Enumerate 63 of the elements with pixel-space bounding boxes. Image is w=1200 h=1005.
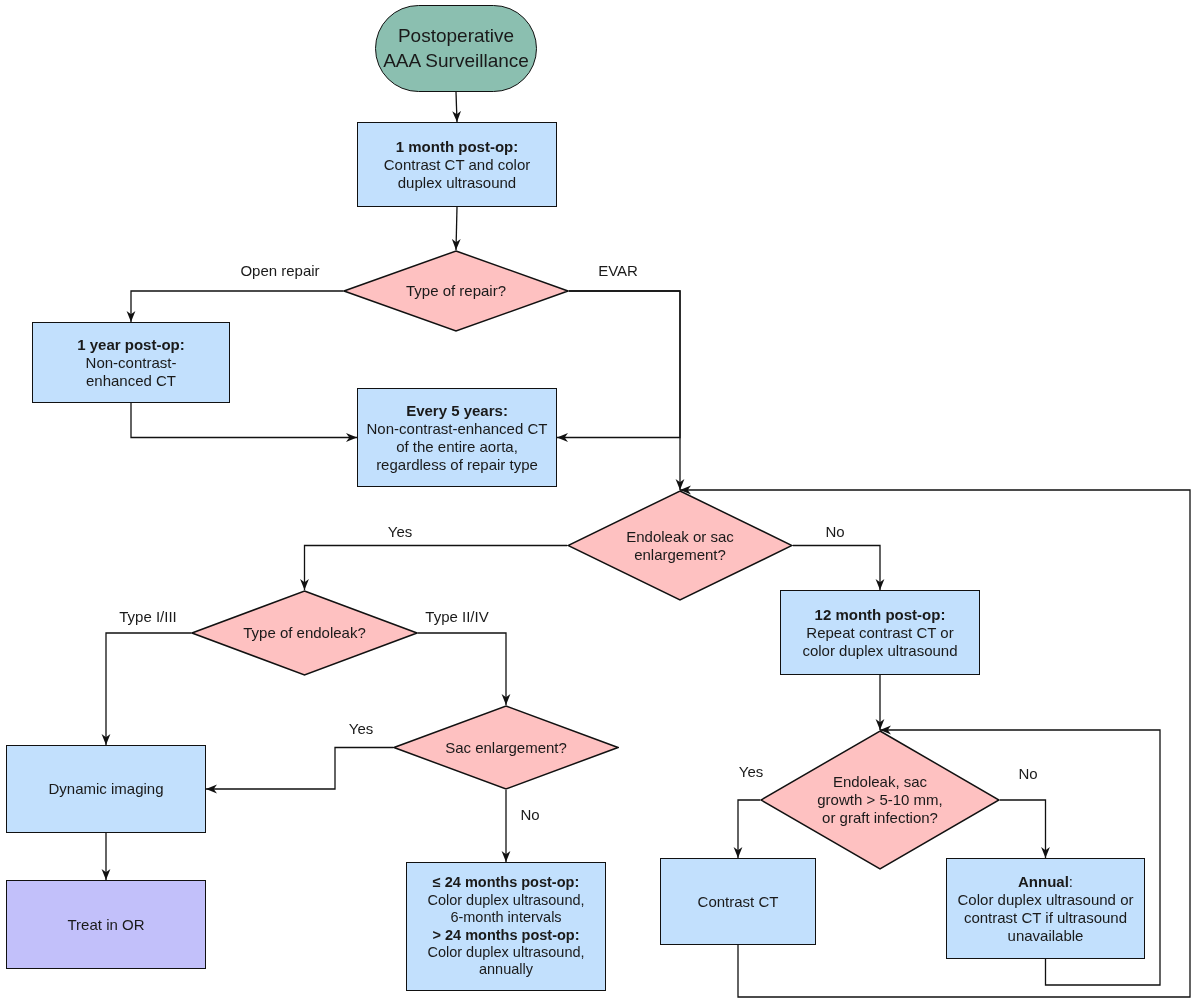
arrow — [417, 632, 511, 706]
arrow — [452, 91, 462, 123]
process-box — [6, 880, 206, 969]
decision-diamond — [191, 590, 418, 676]
arrow — [792, 544, 885, 591]
arrow — [205, 746, 394, 794]
decision-diamond — [567, 490, 793, 601]
step-text: Dynamic imaging — [48, 780, 164, 798]
decision-diamond — [343, 250, 569, 332]
decision-diamond — [393, 705, 619, 790]
process-box — [946, 858, 1145, 959]
step-heading: 12 month post-op: — [813, 605, 947, 624]
arrow — [556, 290, 681, 442]
step-text: Color duplex ultrasound, annually — [426, 943, 586, 979]
edge-label: No — [520, 806, 540, 824]
step-text: Treat in OR — [67, 915, 145, 934]
edge-label: Type I/III — [119, 608, 177, 626]
step-text: Contrast CT — [697, 892, 779, 911]
arrow — [101, 832, 111, 881]
arrow — [126, 290, 344, 323]
step-heading: Every 5 years: — [405, 401, 509, 420]
step-text: Repeat contrast CT or color duplex ultrasound — [801, 623, 959, 660]
arrow — [875, 674, 885, 731]
process-box — [406, 862, 606, 991]
arrow — [879, 725, 1161, 986]
edge-label: No — [825, 523, 845, 541]
edge-label: Yes — [348, 720, 374, 738]
decision-text: Endoleak, sac growth > 5-10 mm, or graft infection? — [816, 773, 944, 827]
step-text: Color duplex ultrasound or contrast CT if ultrasound unavailable — [956, 890, 1135, 945]
process-box — [660, 858, 816, 945]
edge-label: Type II/IV — [425, 608, 489, 626]
arrow — [501, 789, 511, 863]
decision-text: Type of endoleak? — [242, 624, 367, 642]
arrow — [733, 799, 761, 859]
step-text: Non-contrast-enhanced CT — [84, 353, 178, 390]
step-heading: 1 month post-op: — [394, 137, 520, 156]
step-text: Non-contrast-enhanced CT of the entire aorta, regardless of repair type — [365, 419, 549, 474]
step-text: Contrast CT and color duplex ultrasound — [382, 155, 532, 192]
arrow — [999, 799, 1050, 859]
step-heading: ≤ 24 months post-op: — [431, 874, 581, 892]
process-box — [357, 388, 557, 487]
arrow — [679, 485, 1191, 998]
edge-label: Open repair — [240, 262, 320, 280]
edge-label: Yes — [738, 763, 764, 781]
step-heading: Annual: — [1017, 872, 1074, 891]
decision-text: Endoleak or sac enlargement? — [625, 527, 735, 564]
step-heading: > 24 months post-op: — [431, 926, 581, 944]
process-box — [32, 322, 230, 403]
decision-text: Type of repair? — [404, 282, 508, 300]
edge-label: No — [1018, 765, 1038, 783]
arrow — [101, 632, 192, 746]
step-heading: 1 year post-op: — [76, 335, 186, 354]
arrow — [300, 544, 568, 591]
arrow — [130, 402, 358, 442]
edge-label: Yes — [387, 523, 413, 541]
step-text: Color duplex ultrasound, 6-month intervals — [426, 891, 586, 927]
decision-text: Sac enlargement? — [444, 738, 568, 757]
edge-label: EVAR — [598, 262, 638, 280]
process-box — [6, 745, 206, 833]
arrow — [451, 206, 461, 251]
process-box — [357, 122, 557, 207]
terminal-text: Postoperative AAA Surveillance — [382, 23, 530, 73]
process-box — [780, 590, 980, 675]
